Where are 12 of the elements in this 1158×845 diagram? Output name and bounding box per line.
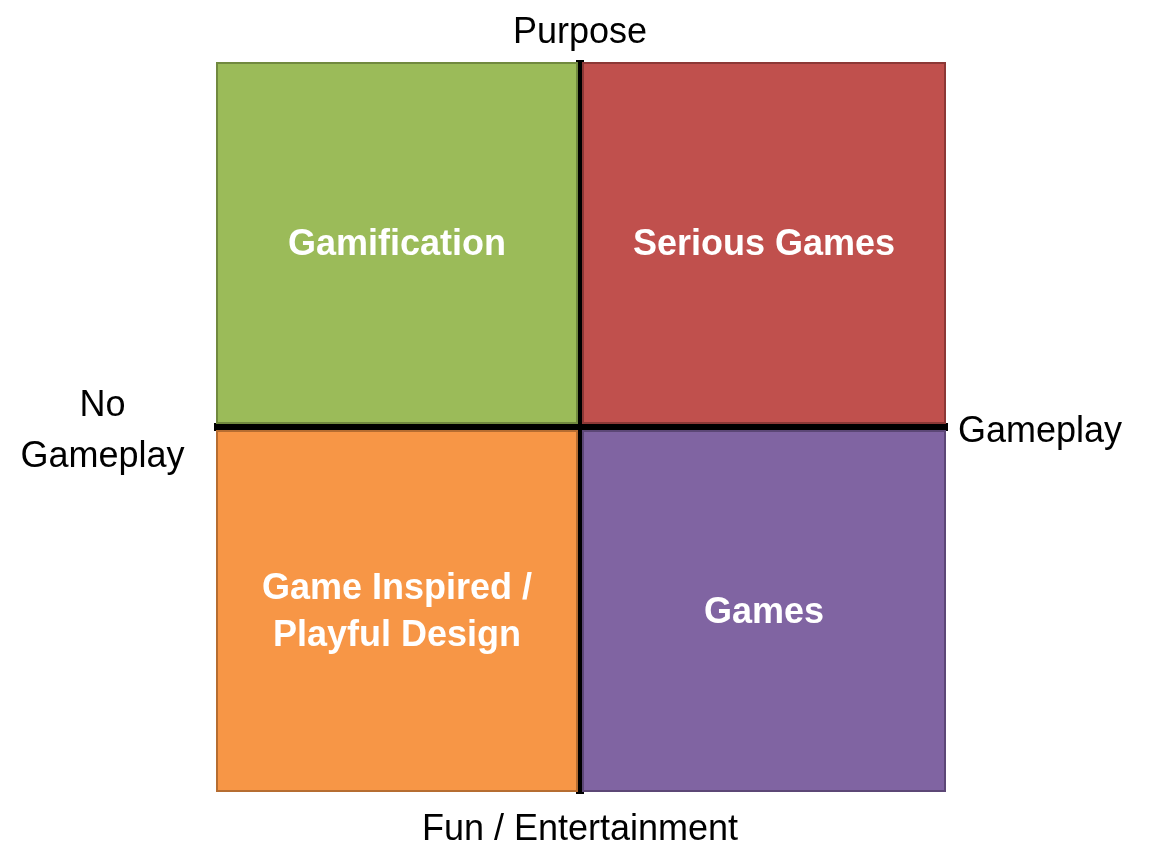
quadrant-label: Games	[703, 588, 825, 633]
quadrant-label: Game Inspired / Playful Design	[260, 565, 534, 656]
axis-label: Fun / Entertainment	[420, 806, 740, 845]
quadrant-label: Serious Games	[632, 220, 896, 265]
quadrant-box	[216, 62, 578, 424]
quadrant-box	[582, 430, 946, 792]
axis-label: No Gameplay	[19, 382, 186, 477]
quadrant-box	[216, 430, 578, 792]
axis-label: Purpose	[511, 9, 649, 53]
axis-label: Gameplay	[958, 408, 1124, 452]
quadrant-box	[582, 62, 946, 424]
quadrant-label: Gamification	[287, 220, 506, 265]
